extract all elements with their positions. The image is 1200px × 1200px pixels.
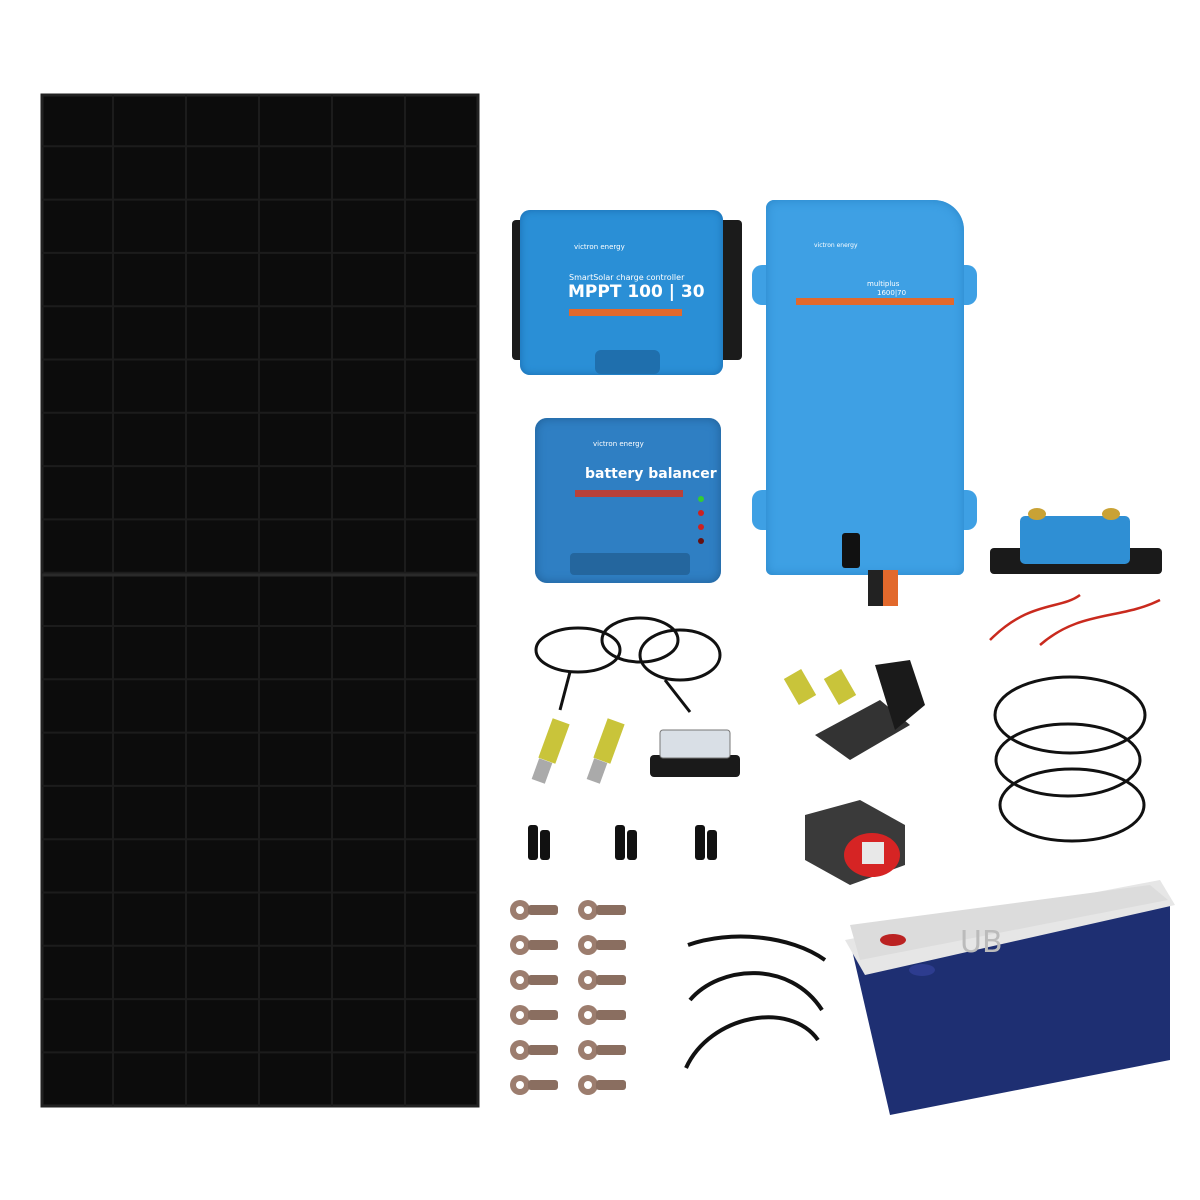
cable-lug (578, 1075, 626, 1095)
cable-lug (510, 900, 558, 920)
agm-battery: UB (845, 880, 1175, 1115)
balancer-name: battery balancer (585, 466, 717, 482)
fuse-holder-small (650, 729, 740, 777)
balancer-brand: victron energy (593, 440, 644, 448)
cable-lug (578, 900, 626, 920)
anl-fuses (531, 718, 625, 784)
status-led-panel (842, 533, 860, 568)
dc-terminals (868, 570, 898, 606)
multiplus-brand: victron energy (814, 242, 858, 249)
mppt-brand: victron energy (574, 243, 625, 251)
fuse-holder-large (815, 660, 925, 760)
battery-cables (534, 616, 722, 713)
short-battery-cables (684, 934, 827, 1069)
battery-switch (805, 800, 905, 885)
smart-shunt (990, 508, 1162, 576)
mega-fuses (783, 669, 857, 705)
cable-lug (510, 1005, 558, 1025)
cable-lug (578, 1005, 626, 1025)
mppt-model: MPPT 100 | 30 (568, 282, 705, 302)
shunt-sense-wires (989, 593, 1161, 646)
multiplus-model-line: multiplus (867, 280, 900, 288)
cable-lug (578, 970, 626, 990)
cable-lugs (510, 900, 626, 1095)
multiplus-inverter: victron energy multiplus 1600|70 (752, 200, 977, 610)
cable-lug (510, 970, 558, 990)
mppt-line: SmartSolar charge controller (569, 273, 685, 282)
cable-lug (510, 1040, 558, 1060)
battery-balancer: victron energy battery balancer (535, 418, 721, 583)
mppt-charge-controller: victron energy SmartSolar charge control… (512, 210, 742, 375)
cable-lug (578, 1040, 626, 1060)
mppt-terminals (595, 350, 660, 374)
cable-lug (578, 935, 626, 955)
mc4-connectors (528, 825, 717, 860)
cable-lug (510, 1075, 558, 1095)
solar-panel (40, 93, 480, 1108)
multiplus-model: 1600|70 (877, 289, 907, 297)
coiled-cables (993, 675, 1147, 843)
battery-logo: UB (960, 925, 1003, 960)
cable-lug (510, 935, 558, 955)
